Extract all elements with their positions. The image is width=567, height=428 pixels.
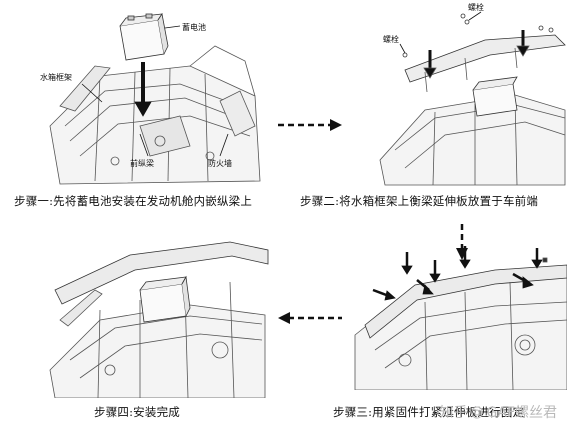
caption-step1: 步骤一:先将蓄电池安装在发动机舱内嵌纵梁上 [14,194,253,208]
label-radiator-frame: 水箱框架 [40,72,72,82]
watermark-platform: 知乎 [439,405,468,421]
battery-shape [119,12,169,61]
caption-step4: 步骤四:安装完成 [94,405,180,419]
label-firewall: 防火墙 [208,158,232,168]
label-bolt-top: 螺栓 [468,2,484,12]
watermark-author: GAF螺丝君 [486,405,557,421]
dashed-arrow-right-icon [276,117,344,136]
dashed-arrow-left-icon [276,310,344,329]
caption-step3: 步骤三:用紧固件打紧延伸板进行固定 [333,405,525,419]
step4-illustration [40,220,272,398]
step3-illustration [345,240,567,390]
step2-illustration: 螺栓 螺栓 [365,0,567,190]
watermark-at: @ [470,404,484,420]
watermark: 知乎 @ GAF螺丝君 [440,402,557,422]
dashed-arrow-down-icon [455,222,469,266]
step1-illustration: 蓄电池 水箱框架 前纵梁 防火墙 [40,6,270,186]
label-front-rail: 前纵梁 [130,158,154,168]
caption-step2: 步骤二:将水箱框架上衡梁延伸板放置于车前端 [300,194,539,208]
label-battery: 蓄电池 [182,22,206,32]
label-bolt-left: 螺栓 [383,34,399,44]
